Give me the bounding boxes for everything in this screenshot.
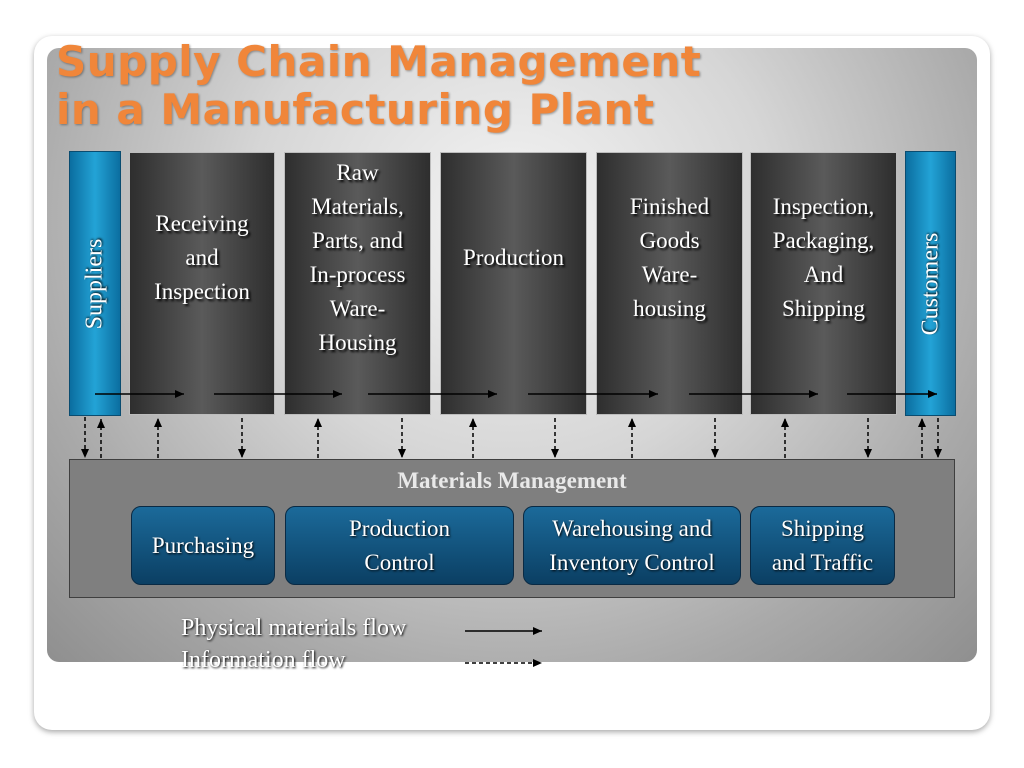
suppliers-box: Suppliers [69, 151, 121, 416]
unit-line: and Traffic [771, 549, 874, 575]
stage-line: Goods [639, 227, 700, 253]
stage-line: and [185, 244, 219, 270]
stage-label: Raw Materials, Parts, and In-process War… [310, 156, 406, 360]
legend-physical-label: Physical materials flow [181, 615, 407, 641]
customers-box: Customers [905, 151, 956, 416]
materials-management-panel: Materials Management Purchasing Producti… [69, 459, 955, 598]
slide-title: Supply Chain Management in a Manufacturi… [56, 38, 701, 134]
unit-line: Shipping [780, 515, 865, 541]
unit-line: Warehousing and [552, 515, 712, 541]
stage-inspection-packaging-shipping: Inspection, Packaging, And Shipping [750, 152, 897, 415]
stage-receiving-inspection: Receiving and Inspection [129, 152, 275, 415]
stage-line: And [803, 261, 844, 287]
stage-label: Inspection, Packaging, And Shipping [773, 190, 875, 326]
stage-line: Receiving [155, 210, 249, 236]
materials-management-title: Materials Management [397, 468, 627, 493]
stage-line: Ware- [329, 295, 386, 321]
legend-information-label: Information flow [181, 647, 346, 673]
stage-line: Ware- [641, 261, 698, 287]
unit-warehousing-inventory-control: Warehousing and Inventory Control [523, 506, 741, 585]
information-flow-arrows [81, 417, 942, 458]
stage-line: Housing [318, 329, 397, 355]
unit-line: Inventory Control [549, 549, 715, 575]
unit-production-control: Production Control [285, 506, 514, 585]
stage-line: Raw [336, 159, 379, 185]
unit-shipping-traffic: Shipping and Traffic [750, 506, 895, 585]
stage-line: housing [633, 295, 706, 321]
stage-line: In-process [309, 261, 406, 287]
stage-line: Materials, [311, 193, 404, 219]
stage-line: Inspection, [772, 193, 875, 219]
unit-line: Purchasing [151, 532, 255, 558]
stage-raw-materials-warehousing: Raw Materials, Parts, and In-process War… [284, 152, 431, 415]
stage-label: Production [463, 241, 564, 275]
stage-line: Inspection [154, 278, 250, 304]
stage-line: Packaging, [772, 227, 875, 253]
title-line-2: in a Manufacturing Plant [56, 85, 655, 134]
stage-finished-goods-warehousing: Finished Goods Ware- housing [596, 152, 743, 415]
unit-purchasing: Purchasing [131, 506, 275, 585]
stage-label: Receiving and Inspection [154, 207, 250, 309]
unit-line: Production [349, 515, 450, 541]
stage-line: Finished [629, 193, 710, 219]
title-line-1: Supply Chain Management [56, 37, 702, 86]
stage-line: Shipping [781, 295, 866, 321]
stage-label: Finished Goods Ware- housing [630, 190, 709, 326]
stage-production: Production [440, 152, 587, 415]
stage-line: Production [463, 244, 564, 270]
stage-line: Parts, and [312, 227, 403, 253]
unit-line: Control [364, 549, 435, 575]
